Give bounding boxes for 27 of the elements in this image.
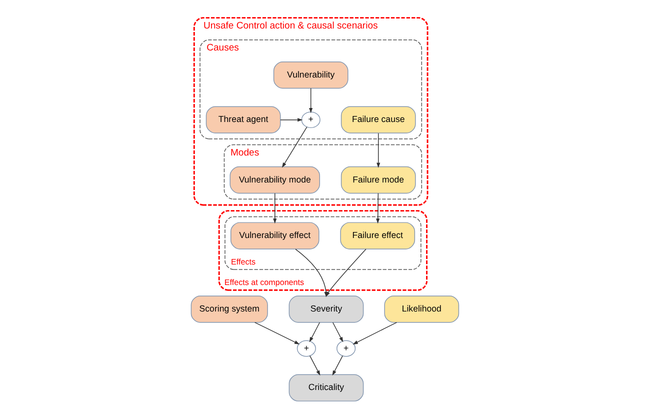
node-box: Vulnerability (273, 60, 348, 88)
node-box: Likelihood (384, 295, 460, 322)
arrow (280, 118, 303, 122)
arrow (376, 132, 380, 168)
arrow (282, 126, 308, 168)
node-box: Threat agent (206, 106, 281, 133)
node-box: Severity (288, 295, 364, 322)
node-box: Vulnerability mode (230, 166, 320, 194)
arrow (376, 192, 380, 224)
node-ellipse: + (296, 340, 316, 356)
arrow (309, 322, 320, 342)
arrow (352, 322, 398, 344)
node-box: Failure effect (340, 222, 416, 249)
node-box: Scoring system (190, 295, 268, 322)
node-ellipse: + (301, 111, 320, 128)
node-ellipse: + (336, 340, 356, 356)
node-box: Criticality (288, 374, 364, 401)
arrow (254, 322, 300, 344)
arrow (332, 354, 343, 376)
arrow (295, 248, 328, 297)
arrow (309, 87, 313, 113)
node-box: Failure mode (340, 166, 416, 194)
node-box: Failure cause (340, 106, 416, 133)
arrow (332, 322, 344, 342)
arrow (273, 192, 277, 224)
node-box: Vulnerability effect (230, 222, 320, 249)
arrow (310, 354, 320, 376)
